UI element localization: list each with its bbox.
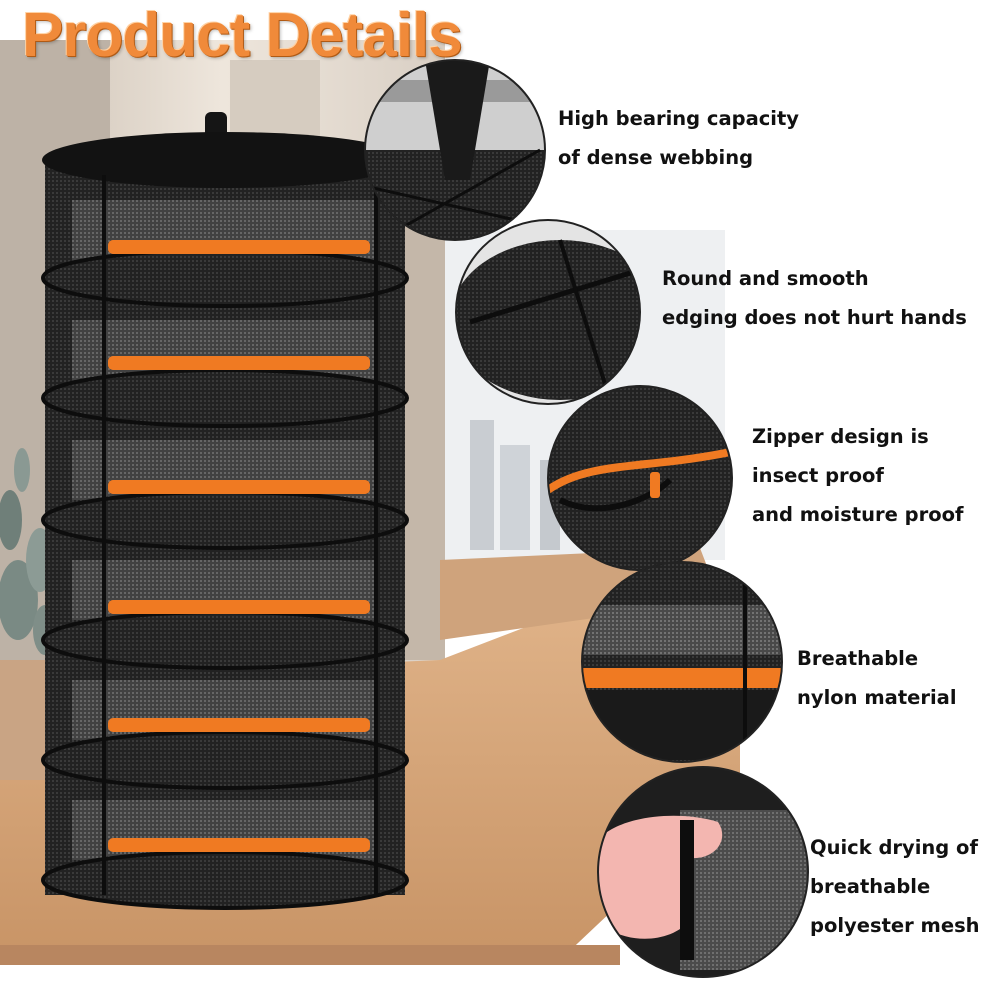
caption-line: edging does not hurt hands: [662, 306, 967, 329]
caption-line: insect proof: [752, 464, 884, 487]
caption-line: High bearing capacity: [558, 107, 800, 130]
zipper-6: [108, 838, 370, 852]
caption-line: Zipper design is: [752, 425, 929, 448]
drying-net: [41, 112, 409, 910]
zipper-1: [108, 240, 370, 254]
feature-caption-nylon: Breathable nylon material: [797, 639, 957, 717]
detail-circle-zipper: [547, 385, 733, 571]
caption-line: nylon material: [797, 686, 957, 709]
caption-line: Quick drying of: [810, 836, 978, 859]
page-title: Product Details: [22, 1, 463, 70]
feature-caption-edging: Round and smooth edging does not hurt ha…: [662, 259, 967, 337]
zipper-5: [108, 718, 370, 732]
caption-line: polyester mesh: [810, 914, 980, 937]
detail-circle-edging: [455, 219, 641, 405]
zipper-4: [108, 600, 370, 614]
caption-line: and moisture proof: [752, 503, 964, 526]
zipper-3: [108, 480, 370, 494]
caption-line: Round and smooth: [662, 267, 869, 290]
detail-circle-mesh: [597, 766, 809, 978]
caption-line: Breathable: [797, 647, 919, 670]
caption-line: of dense webbing: [558, 146, 754, 169]
feature-caption-mesh: Quick drying of breathable polyester mes…: [810, 828, 980, 945]
zipper-2: [108, 356, 370, 370]
feature-caption-zipper: Zipper design is insect proof and moistu…: [752, 417, 963, 534]
feature-caption-webbing: High bearing capacity of dense webbing: [558, 99, 799, 177]
caption-line: breathable: [810, 875, 931, 898]
